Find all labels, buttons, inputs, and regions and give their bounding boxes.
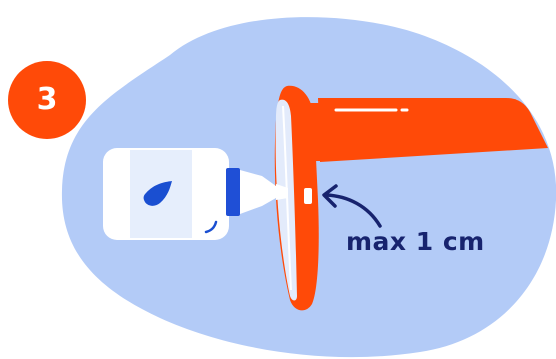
step-number-badge: 3: [8, 61, 86, 139]
step-number: 3: [37, 85, 58, 115]
measurement-label: max 1 cm: [346, 229, 485, 254]
bottle-cap: [226, 168, 240, 216]
gap-marker: [304, 188, 312, 204]
